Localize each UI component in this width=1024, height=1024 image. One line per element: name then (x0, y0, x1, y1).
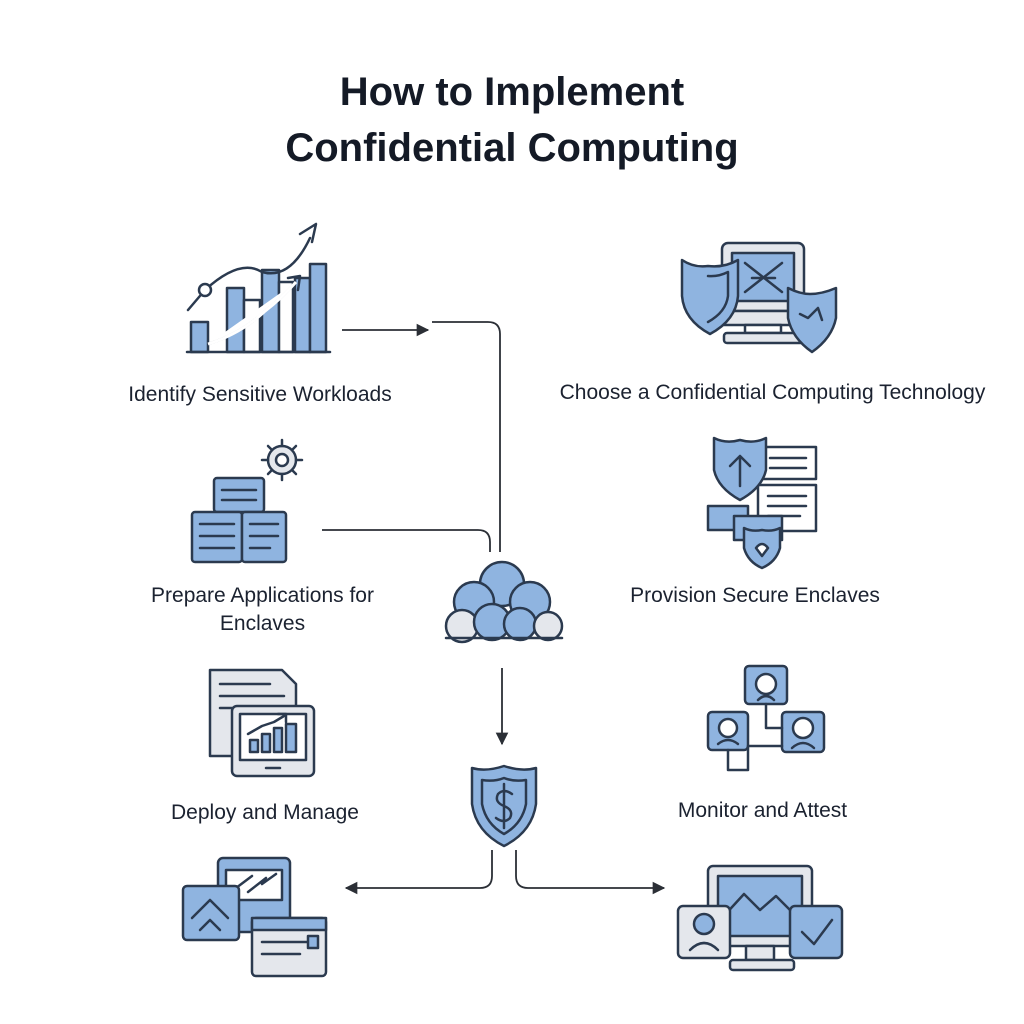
step-deploy-label: Deploy and Manage (171, 801, 359, 824)
connector-top-vertical (432, 321, 501, 552)
user-network-icon (706, 664, 826, 772)
step-choose-label: Choose a Confidential Computing Technolo… (559, 381, 986, 404)
page-title: How to Implement Confidential Computing (0, 64, 1024, 176)
growth-chart-icon (185, 222, 332, 354)
document-dashboard-icon (208, 668, 316, 778)
migration-windows-icon (181, 856, 328, 978)
step-monitor-label: Monitor and Attest (677, 799, 848, 822)
connector-lines (322, 321, 666, 895)
arrow-to-bottom-left (344, 850, 493, 895)
arrow-to-bottom-right (515, 850, 666, 895)
server-gear-icon (190, 438, 304, 564)
title-line-1: How to Implement (339, 70, 685, 114)
step-prepare-label: Prepare Applications for Enclaves (110, 582, 415, 638)
connector-prepare (322, 529, 491, 552)
cloud-cluster-icon (444, 560, 564, 644)
dollar-shield-icon (470, 764, 538, 848)
shield-documents-icon (706, 436, 818, 570)
step-identify-label: Identify Sensitive Workloads (128, 383, 392, 406)
step-provision-label: Provision Secure Enclaves (630, 584, 880, 607)
monitor-check-icon (676, 864, 844, 972)
step-prepare-line-1: Prepare Applications for (151, 584, 374, 607)
title-line-2: Confidential Computing (285, 126, 739, 170)
step-prepare-line-2: Enclaves (219, 612, 306, 635)
secure-monitor-icon (680, 241, 838, 354)
